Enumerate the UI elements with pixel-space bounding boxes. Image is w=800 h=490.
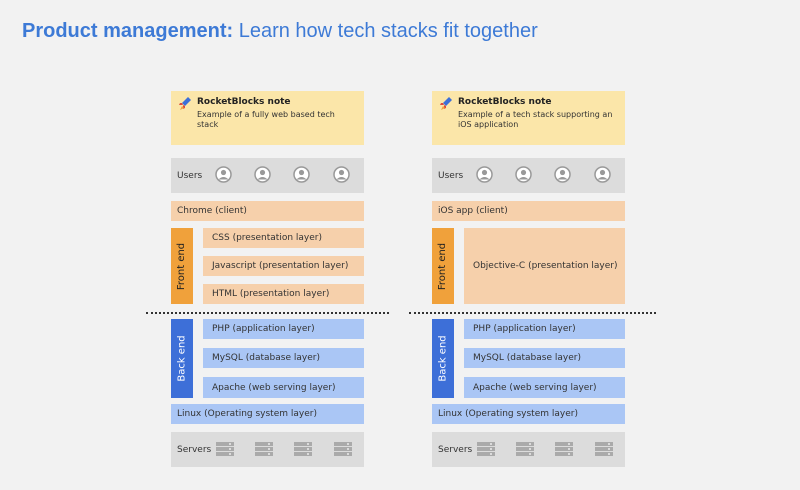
os-row: Linux (Operating system layer): [432, 404, 625, 424]
os-label: Linux (Operating system layer): [177, 409, 317, 419]
server-icon: [595, 442, 613, 456]
rocket-icon: [440, 97, 452, 110]
back-end-item-label: MySQL (database layer): [473, 353, 581, 363]
user-icon: [333, 166, 350, 183]
note-card: RocketBlocks note Example of a fully web…: [171, 91, 364, 145]
front-end-bar: Front end: [432, 228, 454, 304]
front-end-item-label: CSS (presentation layer): [212, 233, 322, 243]
page-title: Product management: Learn how tech stack…: [22, 20, 538, 43]
back-end-item-label: PHP (application layer): [212, 324, 315, 334]
back-end-item-label: Apache (web serving layer): [473, 382, 597, 393]
back-end-bar: Back end: [171, 319, 193, 398]
note-card: RocketBlocks note Example of a tech stac…: [432, 91, 625, 145]
back-end-item-label: PHP (application layer): [473, 324, 576, 334]
server-icon: [216, 442, 234, 456]
servers-label: Servers: [177, 444, 212, 455]
client-label: Chrome (client): [177, 206, 247, 216]
user-icon: [594, 166, 611, 183]
users-row: Users: [171, 158, 364, 193]
back-end-item: Apache (web serving layer): [464, 377, 625, 398]
server-icon: [255, 442, 273, 456]
server-icon: [555, 442, 573, 456]
front-end-item: HTML (presentation layer): [203, 284, 364, 304]
divider-right: [409, 312, 656, 314]
front-end-label: Front end: [437, 242, 449, 290]
user-icon: [254, 166, 271, 183]
client-label: iOS app (client): [438, 206, 508, 216]
back-end-item: MySQL (database layer): [464, 348, 625, 368]
back-end-item: MySQL (database layer): [203, 348, 364, 368]
front-end-item-label: Javascript (presentation layer): [212, 261, 349, 271]
users-row: Users: [432, 158, 625, 193]
user-icon: [476, 166, 493, 183]
note-description: Example of a fully web based tech stack: [197, 110, 335, 129]
note-title: RocketBlocks note: [197, 97, 291, 107]
back-end-item-label: Apache (web serving layer): [212, 382, 336, 393]
server-icon: [516, 442, 534, 456]
server-icon: [294, 442, 312, 456]
client-row: Chrome (client): [171, 201, 364, 221]
servers-row: Servers: [171, 432, 364, 467]
client-row: iOS app (client): [432, 201, 625, 221]
back-end-item: Apache (web serving layer): [203, 377, 364, 398]
back-end-item: PHP (application layer): [203, 319, 364, 339]
stack-ios: RocketBlocks note Example of a tech stac…: [432, 91, 625, 471]
back-end-label: Back end: [437, 335, 449, 382]
server-icon: [477, 442, 495, 456]
front-end-item-label: HTML (presentation layer): [212, 289, 330, 299]
servers-label: Servers: [438, 444, 473, 455]
user-icon: [515, 166, 532, 183]
front-end-item: Javascript (presentation layer): [203, 256, 364, 276]
user-icon: [215, 166, 232, 183]
back-end-bar: Back end: [432, 319, 454, 398]
back-end-label: Back end: [176, 335, 188, 382]
back-end-item-label: MySQL (database layer): [212, 353, 320, 363]
user-icon: [293, 166, 310, 183]
servers-row: Servers: [432, 432, 625, 467]
stack-web: RocketBlocks note Example of a fully web…: [171, 91, 364, 471]
users-label: Users: [438, 170, 464, 181]
note-description: Example of a tech stack supporting an iO…: [458, 110, 613, 129]
server-icon: [334, 442, 352, 456]
title-rest: Learn how tech stacks fit together: [233, 20, 538, 42]
os-label: Linux (Operating system layer): [438, 409, 578, 419]
front-end-item: Objective-C (presentation layer): [464, 228, 625, 304]
note-title: RocketBlocks note: [458, 97, 552, 107]
front-end-item: CSS (presentation layer): [203, 228, 364, 248]
back-end-item: PHP (application layer): [464, 319, 625, 339]
front-end-label: Front end: [176, 242, 188, 290]
title-bold: Product management:: [22, 20, 234, 42]
os-row: Linux (Operating system layer): [171, 404, 364, 424]
users-label: Users: [177, 170, 203, 181]
user-icon: [554, 166, 571, 183]
front-end-item-label: Objective-C (presentation layer): [473, 261, 618, 271]
front-end-bar: Front end: [171, 228, 193, 304]
divider-left: [146, 312, 389, 314]
rocket-icon: [179, 97, 191, 110]
